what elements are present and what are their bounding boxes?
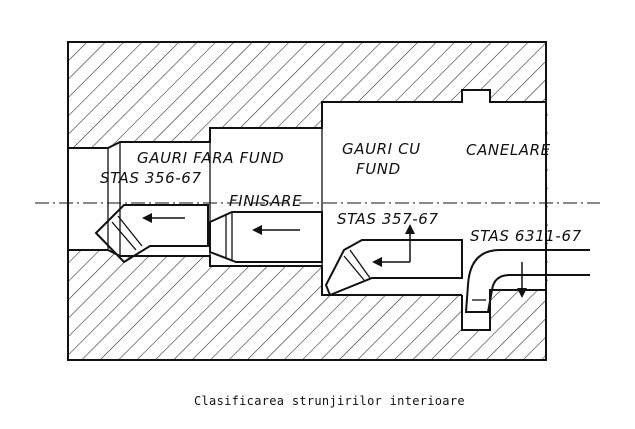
feed-arrow-finishing: [252, 225, 300, 235]
label-gauri-fara-fund: GAURI FARA FUND: [137, 149, 284, 167]
label-stas-356: STAS 356-67: [100, 169, 202, 187]
label-canelare: CANELARE: [466, 141, 551, 159]
feed-arrows-blind: [372, 224, 415, 267]
label-stas-357: STAS 357-67: [337, 210, 439, 228]
blind-hole-tool: [324, 239, 463, 297]
workpiece-hatched-section: [68, 42, 548, 360]
label-stas-6311: STAS 6311-67: [470, 227, 582, 245]
boring-tool-through: [94, 204, 209, 264]
bore-lower-profile: [68, 249, 462, 296]
label-finisare: FINISARE: [229, 192, 302, 210]
workpiece-outline: [67, 41, 547, 361]
label-fund: FUND: [356, 160, 401, 178]
grooving-tool: [464, 249, 590, 313]
label-gauri-cu: GAURI CU: [342, 140, 421, 158]
figure-caption: Clasificarea strunjirilor interioare: [194, 394, 465, 408]
groove-outline: [461, 289, 546, 331]
feed-arrow-grooving: [517, 262, 527, 298]
finishing-tool: [209, 211, 323, 263]
bore-upper-profile: [68, 89, 546, 149]
feed-arrow-through: [142, 213, 185, 223]
